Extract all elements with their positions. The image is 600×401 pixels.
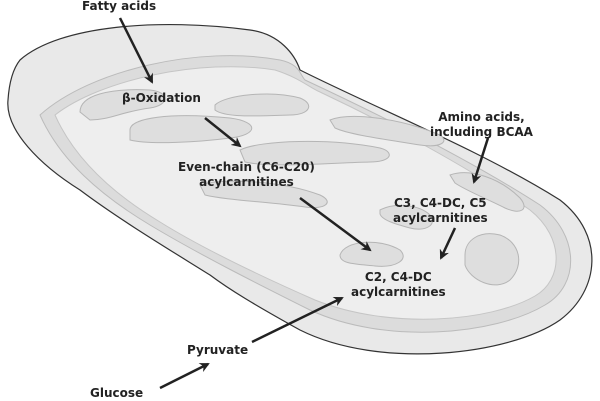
label-c2-c4dc: C2, C4-DC acylcarnitines [351,270,446,300]
crista [239,140,390,166]
label-beta-oxidation: β-Oxidation [122,91,201,105]
arrow-beta-oxidation-to-even-chain [204,117,242,148]
arrow-c3-to-c2 [439,227,457,260]
arrow-glucose-to-pyruvate [159,362,210,390]
arrow-even-chain-to-c2 [299,196,372,252]
label-c3-c4dc-c5: C3, C4-DC, C5 acylcarnitines [393,196,488,226]
crista [129,115,253,144]
arrow-fatty-acids-to-beta-oxidation [118,17,154,84]
crista [329,116,445,147]
crista [464,233,520,286]
label-even-chain: Even-chain (C6-C20) acylcarnitines [178,160,315,190]
crista [199,180,328,209]
label-amino-acids-line2: including BCAA [430,125,533,139]
label-amino-acids-line1: Amino acids, [438,110,525,124]
label-c3-line1: C3, C4-DC, C5 [393,196,487,210]
arrow-pyruvate-to-c2 [251,296,344,344]
label-even-chain-line1: Even-chain (C6-C20) [178,160,315,174]
crista [214,93,310,117]
crista [379,204,433,230]
label-c2-line2: acylcarnitines [351,285,446,299]
label-pyruvate: Pyruvate [187,343,249,357]
label-c2-line1: C2, C4-DC [364,270,432,284]
crista [79,89,166,121]
label-fatty-acids: Fatty acids [82,0,157,13]
label-amino-acids: Amino acids, including BCAA [430,110,533,140]
label-glucose: Glucose [90,386,144,400]
label-c3-line2: acylcarnitines [393,211,488,225]
crista [449,172,525,212]
arrow-amino-acids-to-c3 [471,137,490,184]
label-even-chain-line2: acylcarnitines [199,175,294,189]
